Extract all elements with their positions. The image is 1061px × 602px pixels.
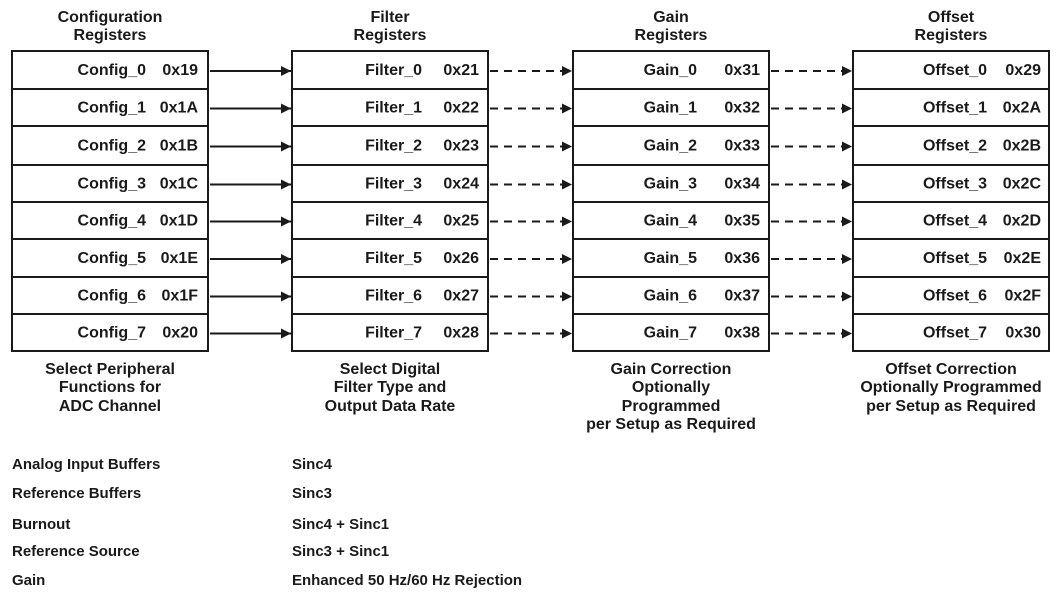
gain-register-name: Gain_5 [644, 250, 697, 267]
filter-register-name: Filter_6 [365, 288, 422, 305]
filter-register-address: 0x21 [443, 62, 479, 79]
offset-register-address: 0x30 [1005, 325, 1041, 342]
filter-register-address: 0x22 [443, 100, 479, 117]
offset-register-name: Offset_4 [923, 213, 987, 230]
config-column-description: Select Peripheral [45, 361, 175, 378]
offset-register-name: Offset_3 [923, 176, 987, 193]
config-column-description: ADC Channel [59, 398, 161, 415]
offset-column-header: Registers [915, 27, 988, 44]
filter-type-item: Sinc3 + Sinc1 [292, 543, 389, 560]
gain-column-description: per Setup as Required [586, 416, 756, 433]
offset-register-name: Offset_6 [923, 288, 987, 305]
offset-register-address: 0x2F [1005, 288, 1042, 305]
gain-register-name: Gain_3 [644, 176, 697, 193]
config-column-header: Configuration [58, 9, 163, 26]
config-feature-item: Burnout [12, 516, 70, 533]
gain-register-address: 0x38 [724, 325, 760, 342]
offset-column-description: per Setup as Required [866, 398, 1036, 415]
gain-column-description: Gain Correction [611, 361, 732, 378]
filter-register-address: 0x23 [443, 138, 479, 155]
filter-register-name: Filter_2 [365, 138, 422, 155]
config-feature-item: Reference Source [12, 543, 140, 560]
config-register-address: 0x1E [161, 250, 199, 267]
gain-column-description: Optionally [632, 379, 710, 396]
offset-register-address: 0x2B [1003, 138, 1041, 155]
gain-register-name: Gain_2 [644, 138, 697, 155]
config-register-name: Config_0 [78, 62, 147, 79]
filter-register-address: 0x27 [443, 288, 479, 305]
filter-column-description: Select Digital [340, 361, 440, 378]
config-register-name: Config_3 [78, 176, 147, 193]
config-feature-item: Gain [12, 572, 45, 589]
config-column-description: Functions for [59, 379, 161, 396]
filter-register-name: Filter_1 [365, 100, 422, 117]
offset-register-name: Offset_2 [923, 138, 987, 155]
gain-register-name: Gain_1 [644, 100, 697, 117]
filter-register-address: 0x25 [443, 213, 479, 230]
filter-column-header: Filter [370, 9, 409, 26]
filter-type-item: Enhanced 50 Hz/60 Hz Rejection [292, 572, 522, 589]
filter-register-name: Filter_0 [365, 62, 422, 79]
filter-register-name: Filter_5 [365, 250, 422, 267]
filter-column-description: Filter Type and [334, 379, 447, 396]
gain-register-address: 0x37 [724, 288, 760, 305]
filter-register-name: Filter_3 [365, 176, 422, 193]
config-register-name: Config_5 [78, 250, 147, 267]
gain-register-address: 0x33 [724, 138, 760, 155]
config-register-address: 0x1B [160, 138, 198, 155]
offset-column-description: Offset Correction [885, 361, 1017, 378]
gain-register-name: Gain_0 [644, 62, 697, 79]
offset-register-address: 0x2A [1003, 100, 1042, 117]
config-register-name: Config_4 [78, 213, 147, 230]
offset-column-header: Offset [928, 9, 975, 26]
offset-register-name: Offset_7 [923, 325, 987, 342]
filter-type-item: Sinc4 + Sinc1 [292, 516, 389, 533]
gain-register-address: 0x34 [724, 176, 760, 193]
gain-register-address: 0x31 [724, 62, 760, 79]
filter-register-address: 0x26 [443, 250, 479, 267]
config-feature-item: Analog Input Buffers [12, 456, 160, 473]
offset-register-address: 0x2E [1004, 250, 1042, 267]
config-feature-item: Reference Buffers [12, 485, 141, 502]
gain-register-name: Gain_7 [644, 325, 697, 342]
gain-column-description: Programmed [622, 398, 721, 415]
filter-register-address: 0x24 [443, 176, 479, 193]
gain-column-header: Registers [635, 27, 708, 44]
gain-column-header: Gain [653, 9, 689, 26]
gain-register-name: Gain_6 [644, 288, 697, 305]
offset-column-description: Optionally Programmed [860, 379, 1041, 396]
filter-type-item: Sinc3 [292, 485, 332, 502]
config-register-address: 0x19 [162, 62, 198, 79]
filter-register-name: Filter_7 [365, 325, 422, 342]
filter-register-address: 0x28 [443, 325, 479, 342]
config-register-address: 0x1A [160, 100, 199, 117]
filter-type-item: Sinc4 [292, 456, 333, 473]
config-register-address: 0x1D [160, 213, 198, 230]
config-register-name: Config_2 [78, 138, 147, 155]
config-register-address: 0x1F [162, 288, 199, 305]
filter-register-name: Filter_4 [365, 213, 422, 230]
config-register-address: 0x1C [160, 176, 199, 193]
config-register-name: Config_6 [78, 288, 147, 305]
offset-register-name: Offset_5 [923, 250, 987, 267]
gain-register-address: 0x36 [724, 250, 760, 267]
filter-column-header: Registers [354, 27, 427, 44]
offset-register-address: 0x2D [1003, 213, 1041, 230]
gain-register-address: 0x32 [724, 100, 760, 117]
gain-register-address: 0x35 [724, 213, 760, 230]
config-register-address: 0x20 [162, 325, 198, 342]
filter-column-description: Output Data Rate [325, 398, 456, 415]
offset-register-address: 0x2C [1003, 176, 1042, 193]
config-register-name: Config_1 [78, 100, 147, 117]
gain-register-name: Gain_4 [644, 213, 697, 230]
offset-register-name: Offset_0 [923, 62, 987, 79]
offset-register-name: Offset_1 [923, 100, 987, 117]
config-column-header: Registers [74, 27, 147, 44]
offset-register-address: 0x29 [1005, 62, 1041, 79]
config-register-name: Config_7 [78, 325, 147, 342]
